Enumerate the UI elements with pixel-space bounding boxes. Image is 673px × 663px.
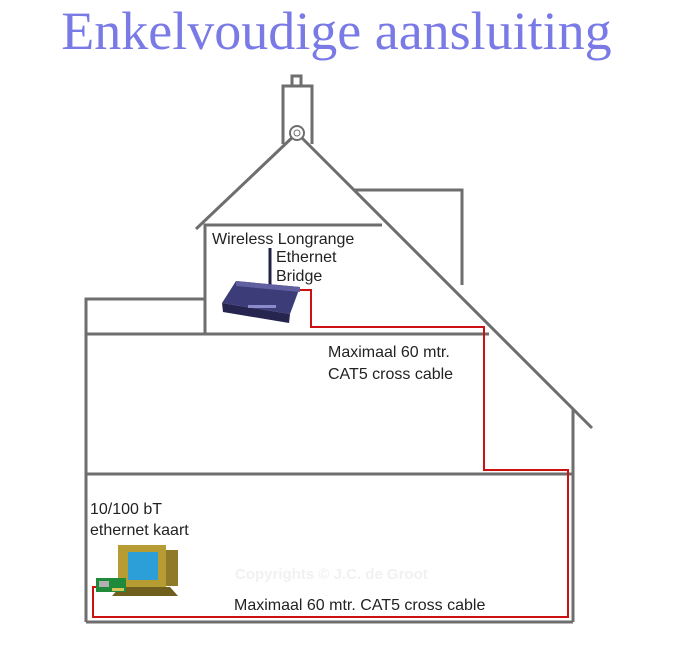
house-outline <box>84 74 594 624</box>
copyright-watermark: Copyrights © J.C. de Groot <box>235 566 428 583</box>
rear-gable <box>354 188 464 285</box>
chimney-cap <box>290 74 303 88</box>
bridge-label-line1: Wireless Longrange <box>212 231 355 248</box>
lean-to <box>84 297 205 334</box>
nic-label-line2: ethernet kaart <box>90 522 189 539</box>
chimney-vent-inner <box>293 129 301 137</box>
bridge-label-line2: Ethernet <box>276 249 337 266</box>
cat5-cable <box>92 289 569 618</box>
wireless-bridge-icon <box>222 248 300 323</box>
cable-upper-label-line2: CAT5 cross cable <box>328 366 454 383</box>
cable-lower-label: Maximaal 60 mtr. CAT5 cross cable <box>234 597 486 614</box>
nic-label-line1: 10/100 bT <box>90 501 163 518</box>
diagram-title: Enkelvoudige aansluiting <box>61 1 612 61</box>
bridge-label-line3: Bridge <box>276 268 323 285</box>
roof-right <box>295 131 594 430</box>
roof-left <box>194 131 299 231</box>
computer-icon <box>96 545 178 596</box>
cable-upper-label-line1: Maximaal 60 mtr. <box>328 344 450 361</box>
chimney-vent-icon <box>289 125 305 141</box>
